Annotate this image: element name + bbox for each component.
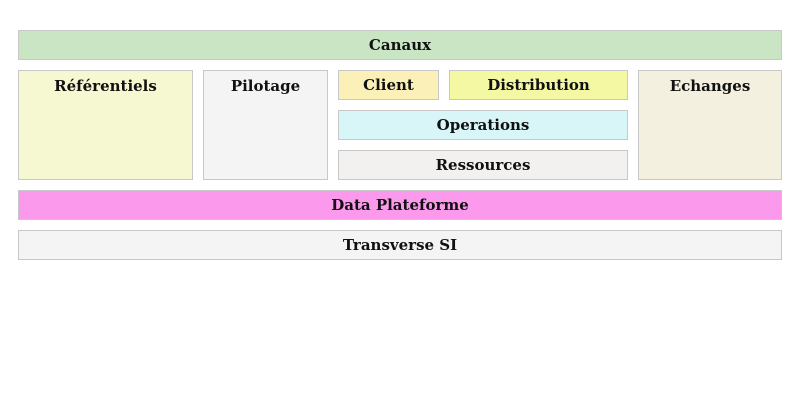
- block-transverse-si: Transverse SI: [18, 230, 782, 260]
- block-operations: Operations: [338, 110, 628, 140]
- block-ressources: Ressources: [338, 150, 628, 180]
- block-echanges: Echanges: [638, 70, 782, 180]
- block-referentiels: Référentiels: [18, 70, 193, 180]
- block-canaux: Canaux: [18, 30, 782, 60]
- block-pilotage: Pilotage: [203, 70, 328, 180]
- block-client: Client: [338, 70, 439, 100]
- block-data-plateforme: Data Plateforme: [18, 190, 782, 220]
- block-distribution: Distribution: [449, 70, 628, 100]
